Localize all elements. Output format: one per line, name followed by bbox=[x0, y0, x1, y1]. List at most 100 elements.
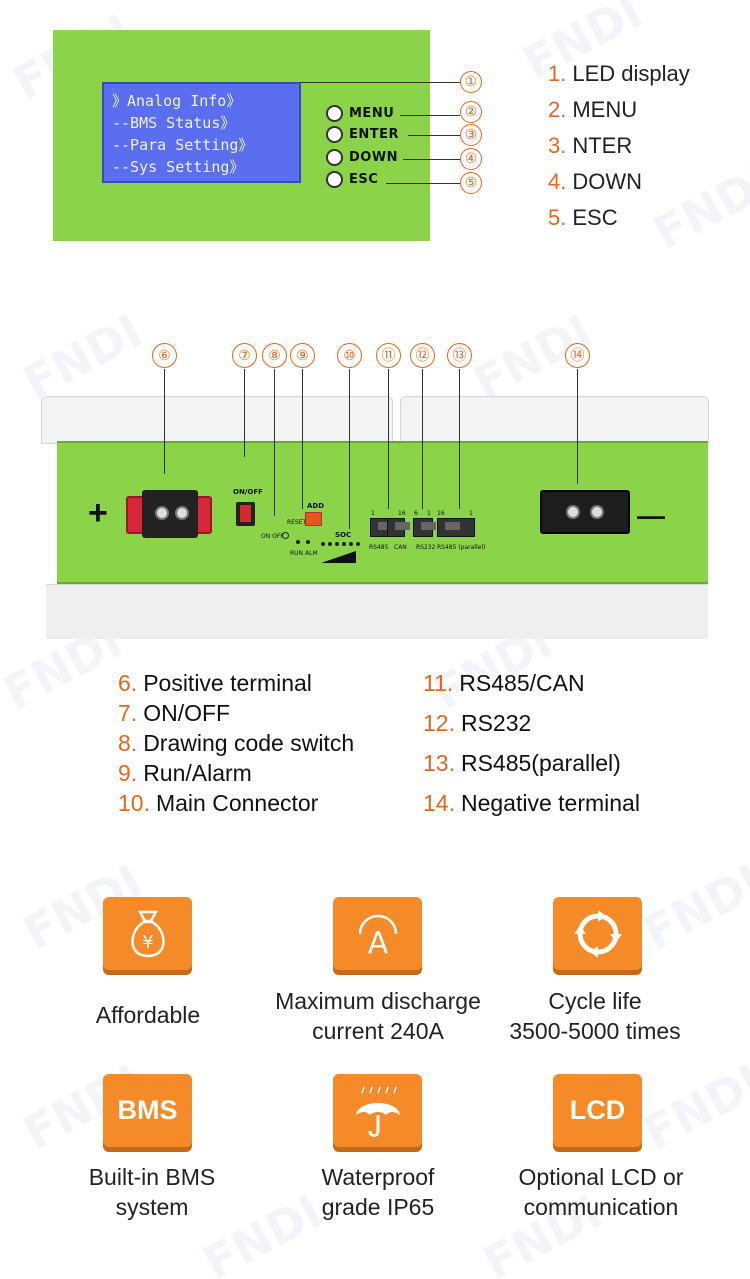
pointer-line-9 bbox=[302, 369, 303, 509]
legend-label: LED display bbox=[572, 61, 690, 86]
soc-led-1 bbox=[321, 542, 325, 546]
leader-line-2 bbox=[400, 115, 460, 116]
soc-label: SOC bbox=[335, 531, 352, 539]
rs232-port[interactable] bbox=[413, 518, 436, 537]
feature-waterproof-tile bbox=[333, 1074, 422, 1147]
feature-lcd-text: Optional LCD or communication bbox=[497, 1162, 705, 1222]
legend-num: 12. bbox=[423, 710, 455, 736]
callout-5: ⑤ bbox=[460, 172, 482, 194]
legend-item-positive-terminal: 6.Positive terminal bbox=[118, 670, 312, 697]
leader-line-4 bbox=[403, 159, 460, 160]
callout-3: ③ bbox=[460, 124, 482, 146]
rs485-parallel-pin-16: 16 bbox=[437, 510, 445, 517]
legend-label: Drawing code switch bbox=[143, 730, 355, 756]
feature-cycle-life-line1: Cycle life bbox=[548, 988, 642, 1014]
callout-14: ⑭ bbox=[565, 343, 590, 368]
legend-label: Negative terminal bbox=[460, 790, 640, 816]
lcd-line-analog-info: 》Analog Info》 bbox=[112, 92, 242, 110]
soc-led-5 bbox=[349, 542, 353, 546]
positive-screw-1 bbox=[155, 506, 169, 520]
menu-button-label: MENU bbox=[349, 106, 395, 121]
on-off-small-label: ON OFF bbox=[261, 533, 284, 540]
legend-item-down: 4.DOWN bbox=[548, 164, 690, 200]
callout-6: ⑥ bbox=[152, 343, 177, 368]
minus-sign: — bbox=[637, 500, 665, 531]
soc-led-4 bbox=[342, 542, 346, 546]
feature-affordable-line1: Affordable bbox=[95, 1002, 201, 1028]
on-off-label: ON/OFF bbox=[233, 488, 263, 496]
legend-item-menu: 2.MENU bbox=[548, 92, 690, 128]
feature-waterproof-line1: Waterproof bbox=[321, 1164, 435, 1190]
rs232-port-pin-1: 1 bbox=[427, 510, 431, 517]
alm-led bbox=[306, 540, 310, 544]
alm-label: ALM bbox=[305, 550, 318, 557]
legend-top: 1.LED display 2.MENU 3.NTER 4.DOWN 5.ESC bbox=[548, 56, 690, 236]
pointer-line-7 bbox=[244, 369, 245, 457]
enter-button-dot bbox=[326, 126, 343, 143]
plus-sign: + bbox=[88, 494, 108, 532]
address-dip-switch[interactable] bbox=[305, 512, 322, 526]
money-bag-icon: ¥ bbox=[130, 910, 165, 957]
feature-waterproof-line2: grade IP65 bbox=[321, 1194, 435, 1220]
legend-num: 1. bbox=[548, 61, 567, 86]
battery-lid-left bbox=[41, 396, 393, 444]
legend-item-rs485-can: 11.RS485/CAN bbox=[423, 670, 585, 697]
legend-item-rs232: 12.RS232 bbox=[423, 710, 531, 737]
feature-waterproof-text: Waterproof grade IP65 bbox=[292, 1162, 464, 1222]
legend-label: ESC bbox=[572, 205, 618, 230]
rs485-port-pin-16: 16 bbox=[398, 510, 406, 517]
on-off-switch[interactable] bbox=[236, 502, 255, 526]
rs485-parallel-port[interactable] bbox=[437, 518, 475, 537]
esc-button-label: ESC bbox=[349, 172, 379, 187]
rs485-port-pin-1: 1 bbox=[371, 510, 375, 517]
menu-button[interactable]: MENU bbox=[326, 105, 394, 122]
lcd-icon: LCD bbox=[569, 1095, 626, 1125]
can-port[interactable] bbox=[387, 518, 410, 537]
feature-cycle-life-tile bbox=[553, 897, 642, 970]
feature-bms-tile: BMS bbox=[103, 1074, 192, 1147]
legend-label: Main Connector bbox=[155, 790, 319, 816]
legend-item-run-alarm: 9.Run/Alarm bbox=[118, 760, 252, 787]
legend-num: 8. bbox=[118, 730, 138, 756]
down-button-dot bbox=[326, 149, 343, 166]
legend-num: 13. bbox=[423, 750, 455, 776]
reset-button[interactable] bbox=[282, 532, 289, 539]
legend-label: RS232 bbox=[460, 710, 532, 736]
feature-discharge-line1: Maximum discharge bbox=[275, 988, 481, 1014]
callout-8: ⑧ bbox=[262, 343, 287, 368]
soc-led-6 bbox=[356, 542, 360, 546]
umbrella-icon bbox=[355, 1086, 400, 1137]
pointer-line-12 bbox=[422, 369, 423, 509]
enter-button[interactable]: ENTER bbox=[326, 126, 399, 143]
negative-screw-1 bbox=[566, 505, 580, 519]
lcd-line-bms-status: --BMS Status》 bbox=[112, 114, 236, 132]
callout-4: ④ bbox=[460, 148, 482, 170]
legend-item-rs485-parallel: 13.RS485(parallel) bbox=[423, 750, 621, 777]
legend-item-enter: 3.NTER bbox=[548, 128, 690, 164]
feature-lcd-line2: communication bbox=[523, 1194, 679, 1220]
legend-num: 14. bbox=[423, 790, 455, 816]
callout-9: ⑨ bbox=[290, 343, 315, 368]
legend-num: 2. bbox=[548, 97, 567, 122]
feature-cycle-life-text: Cycle life 3500-5000 times bbox=[497, 986, 693, 1046]
positive-screw-2 bbox=[175, 506, 189, 520]
current-a-icon: A bbox=[358, 914, 397, 961]
legend-num: 9. bbox=[118, 760, 138, 786]
positive-terminal-block bbox=[142, 490, 198, 538]
run-label: RUN bbox=[290, 550, 304, 557]
cycle-arrows-icon bbox=[573, 909, 622, 958]
battery-base bbox=[46, 584, 708, 639]
down-button[interactable]: DOWN bbox=[326, 149, 398, 166]
svg-text:¥: ¥ bbox=[142, 932, 153, 953]
esc-button-dot bbox=[326, 171, 343, 188]
pointer-line-6 bbox=[164, 369, 165, 474]
feature-discharge-line2: current 240A bbox=[312, 1018, 444, 1044]
esc-button[interactable]: ESC bbox=[326, 171, 378, 188]
leader-line-5 bbox=[386, 183, 460, 184]
pointer-line-11 bbox=[388, 369, 389, 509]
feature-lcd-tile: LCD bbox=[553, 1074, 642, 1147]
feature-bms-line2: system bbox=[115, 1194, 189, 1220]
lcd-line-sys-setting: --Sys Setting》 bbox=[112, 158, 245, 176]
negative-terminal[interactable] bbox=[540, 490, 630, 534]
pointer-line-13 bbox=[459, 369, 460, 509]
